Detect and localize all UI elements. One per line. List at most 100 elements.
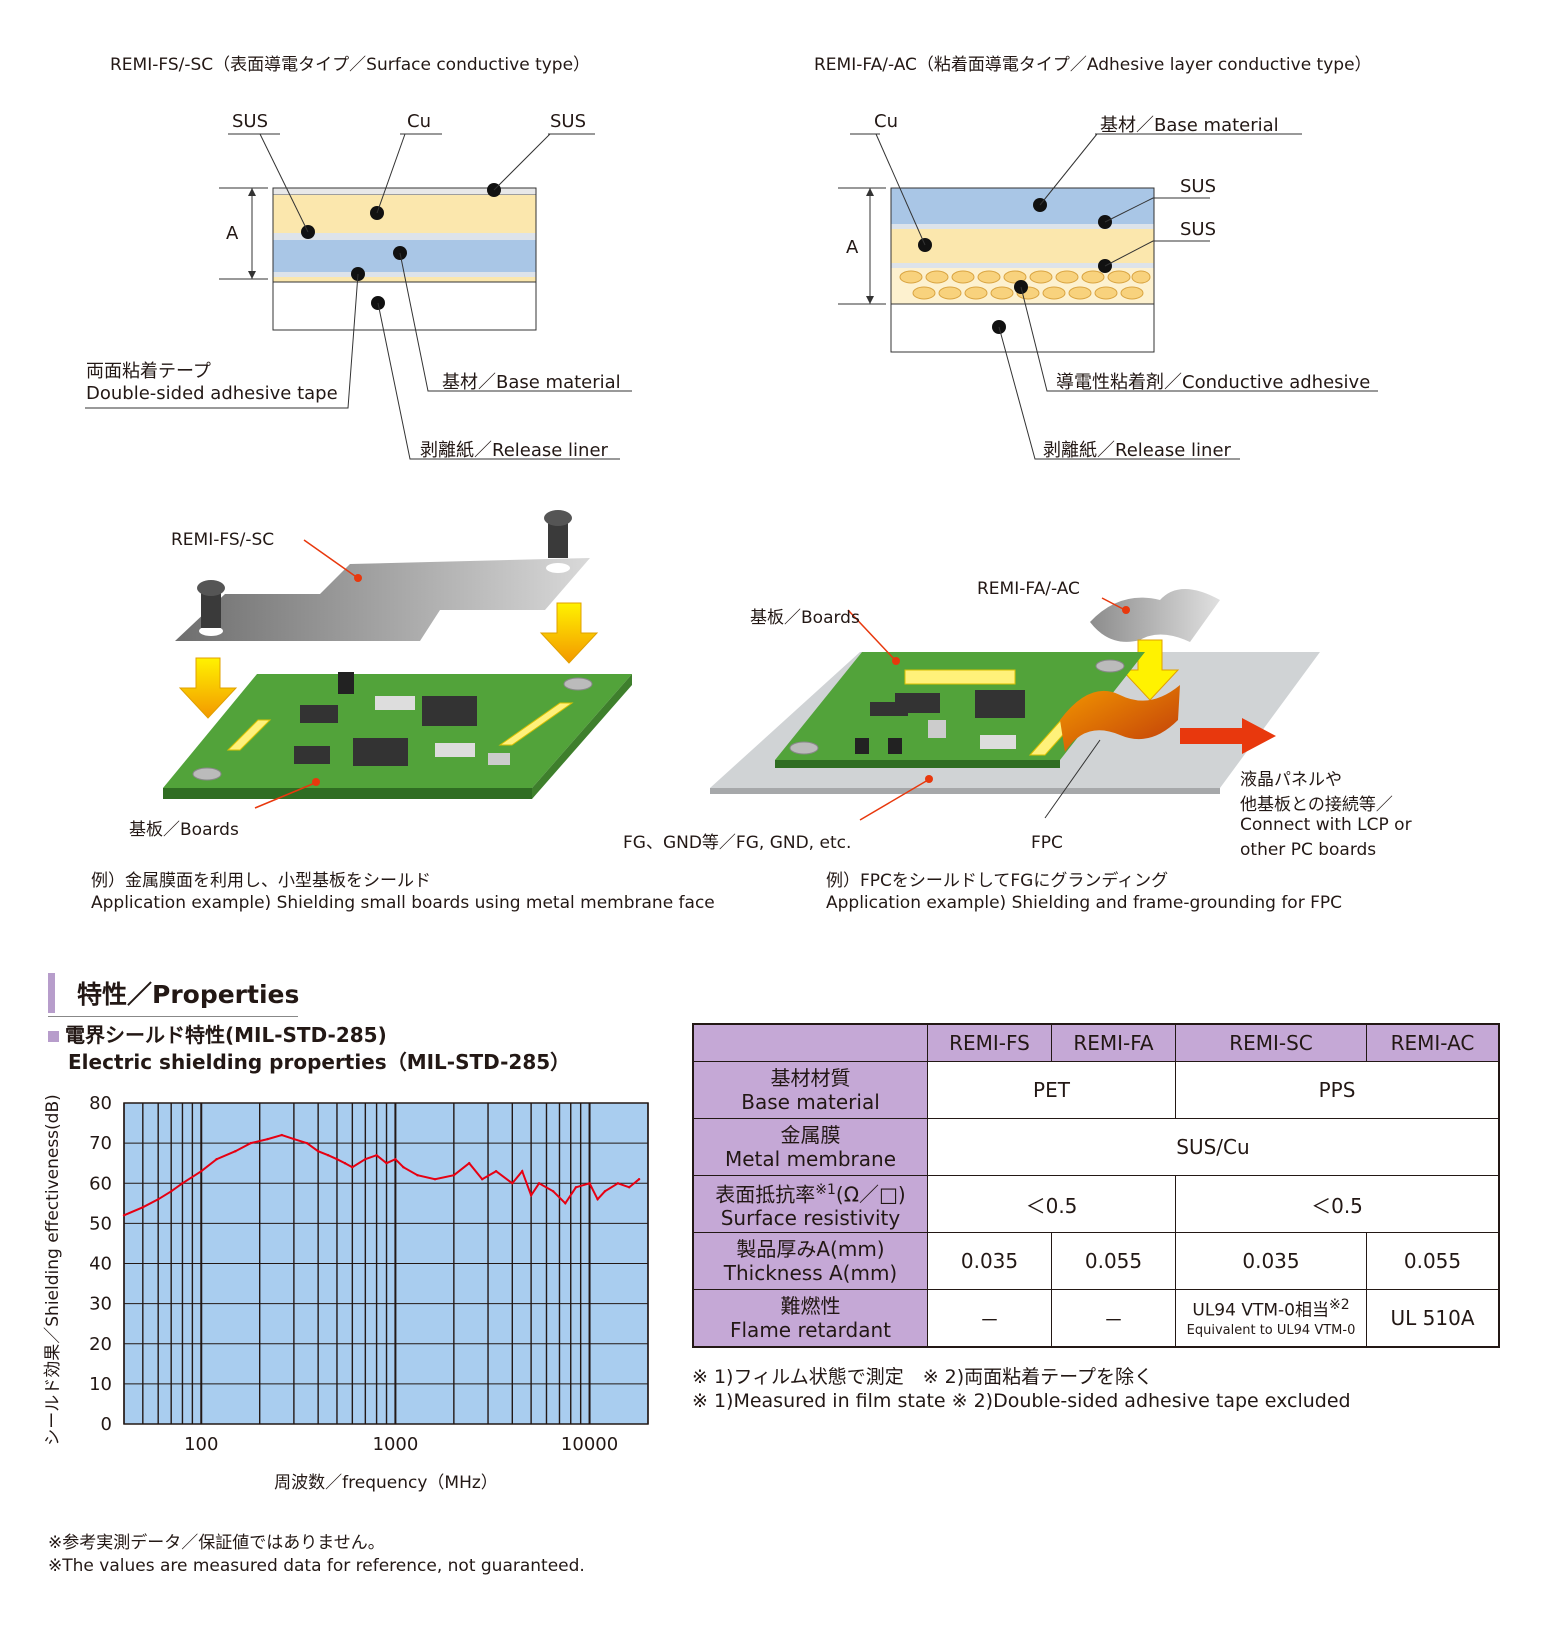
chart-data-point bbox=[521, 1170, 524, 1173]
chart-data-point bbox=[181, 1182, 184, 1185]
chart-data-point bbox=[616, 1182, 620, 1185]
cell-resist-fs-fa: ＜0.5 bbox=[927, 1175, 1176, 1233]
chart-data-point bbox=[122, 1214, 126, 1217]
table-row: 難燃性 Flame retardant － － UL94 VTM-0相当※2 E… bbox=[692, 1289, 1500, 1348]
left-app-caption-jp: 例）金属膜面を利用し、小型基板をシールド bbox=[91, 871, 431, 891]
chart-data-point bbox=[170, 1190, 173, 1193]
flame-sc-en: Equivalent to UL94 VTM-0 bbox=[1186, 1322, 1356, 1338]
chart-data-point bbox=[564, 1202, 567, 1205]
fs-label-liner: 剥離紙／Release liner bbox=[420, 440, 608, 461]
fs-label-cu: Cu bbox=[407, 111, 431, 132]
chart-y-tick-label: 50 bbox=[89, 1213, 112, 1234]
cell-base-fs-fa: PET bbox=[927, 1061, 1176, 1119]
fs-label-sus-left: SUS bbox=[232, 111, 269, 132]
chart-data-point bbox=[316, 1150, 320, 1153]
flame-sc-value: UL94 VTM-0相当 bbox=[1192, 1300, 1329, 1321]
left-app-caption-en: Application example) Shielding small boa… bbox=[91, 893, 715, 913]
row-head-thickness: 製品厚みA(mm) Thickness A(mm) bbox=[692, 1232, 928, 1290]
chart-data-point bbox=[215, 1158, 218, 1161]
chart-data-point bbox=[552, 1190, 555, 1193]
properties-section-title: 特性／Properties bbox=[48, 973, 315, 1013]
chart-data-point bbox=[574, 1186, 578, 1189]
chart-series-line bbox=[123, 1134, 640, 1217]
right-app-connect-3: Connect with LCP or bbox=[1240, 815, 1412, 835]
right-app-fg-label: FG、GND等／FG, GND, etc. bbox=[623, 833, 852, 853]
chart-title-en: Electric shielding properties（MIL-STD-28… bbox=[68, 1050, 571, 1074]
row-head-en: Flame retardant bbox=[730, 1318, 891, 1342]
fa-label-sus1: SUS bbox=[1180, 176, 1217, 197]
fa-label-base: 基材／Base material bbox=[1100, 115, 1279, 136]
right-app-connect-2: 他基板との接続等／ bbox=[1240, 795, 1393, 815]
row-head-metal-membrane: 金属膜 Metal membrane bbox=[692, 1118, 928, 1176]
table-note-en: ※ 1)Measured in film state ※ 2)Double-si… bbox=[692, 1390, 1351, 1412]
fa-label-liner: 剥離紙／Release liner bbox=[1043, 440, 1231, 461]
chart-x-tick-label: 1000 bbox=[373, 1434, 419, 1455]
cell-flame-fa: － bbox=[1051, 1289, 1176, 1348]
footnote-jp: ※参考実測データ／保証値ではありません。 bbox=[48, 1533, 385, 1553]
chart-data-point bbox=[433, 1178, 437, 1181]
fa-label-sus2: SUS bbox=[1180, 219, 1217, 240]
chart-grid bbox=[123, 1102, 649, 1425]
chart-data-point bbox=[385, 1162, 388, 1165]
cell-flame-ac: UL 510A bbox=[1366, 1289, 1500, 1348]
chart-x-axis-label: 周波数／frequency（MHz） bbox=[274, 1473, 498, 1493]
row-head-en: Thickness A(mm) bbox=[723, 1261, 898, 1285]
cell-thick-ac: 0.055 bbox=[1366, 1232, 1500, 1290]
fa-label-dimension: A bbox=[846, 237, 859, 258]
right-app-caption-jp: 例）FPCをシールドしてFGにグランディング bbox=[826, 871, 1169, 891]
row-head-jp: 基材材質 bbox=[770, 1066, 851, 1090]
chart-data-point bbox=[375, 1154, 378, 1157]
chart-data-point bbox=[157, 1198, 160, 1201]
table-header-remi-fa: REMI-FA bbox=[1051, 1023, 1176, 1062]
table-row: 製品厚みA(mm) Thickness A(mm) 0.035 0.055 0.… bbox=[692, 1232, 1500, 1290]
footnote-en: ※The values are measured data for refere… bbox=[48, 1556, 585, 1576]
chart-y-axis-label: シールド効果／Shielding effectiveness(dB) bbox=[43, 1094, 63, 1446]
cell-flame-fs: － bbox=[927, 1289, 1052, 1348]
right-app-connect-4: other PC boards bbox=[1240, 840, 1377, 860]
chart-data-point bbox=[326, 1154, 330, 1157]
chart-y-tick-label: 40 bbox=[89, 1254, 112, 1275]
chart-y-tick-label: 20 bbox=[89, 1334, 112, 1355]
table-note-jp: ※ 1)フィルム状態で測定 ※ 2)両面粘着テープを除く bbox=[692, 1366, 1154, 1388]
left-application-illustration bbox=[163, 510, 632, 809]
chart-data-point bbox=[305, 1141, 309, 1145]
chart-title-jp: 電界シールド特性(MIL-STD-285) bbox=[65, 1023, 387, 1047]
chart-data-point bbox=[402, 1166, 405, 1169]
row-head-en: Metal membrane bbox=[725, 1147, 896, 1171]
properties-section-title-text: 特性／Properties bbox=[77, 980, 300, 1009]
table-header-remi-sc: REMI-SC bbox=[1175, 1023, 1367, 1062]
chart-data-point bbox=[141, 1206, 144, 1209]
table-header-blank bbox=[692, 1023, 928, 1062]
fs-label-base: 基材／Base material bbox=[442, 372, 621, 393]
left-app-product-label: REMI-FS/-SC bbox=[171, 530, 275, 550]
chart-data-point bbox=[511, 1182, 514, 1185]
fa-label-cu: Cu bbox=[874, 111, 898, 132]
right-app-fpc-label: FPC bbox=[1031, 833, 1063, 853]
row-head-base-material: 基材材質 Base material bbox=[692, 1061, 928, 1119]
chart-y-tick-label: 0 bbox=[101, 1414, 112, 1435]
cell-resist-sc-ac: ＜0.5 bbox=[1175, 1175, 1500, 1233]
chart-data-point bbox=[351, 1166, 354, 1169]
fa-diagram-title: REMI-FA/-AC（粘着面導電タイプ／Adhesive layer cond… bbox=[814, 55, 1372, 75]
right-app-boards-label: 基板／Boards bbox=[750, 608, 860, 628]
chart-data-point bbox=[292, 1137, 296, 1141]
table-row: 金属膜 Metal membrane SUS/Cu bbox=[692, 1118, 1500, 1176]
chart-data-point bbox=[280, 1133, 283, 1137]
chart-data-point bbox=[416, 1174, 419, 1177]
table-header-remi-ac: REMI-AC bbox=[1366, 1023, 1500, 1062]
chart-data-point bbox=[364, 1158, 367, 1161]
row-head-flame-retardant: 難燃性 Flame retardant bbox=[692, 1289, 928, 1348]
chart-x-tick-label: 100 bbox=[184, 1434, 218, 1455]
table-row: 表面抵抗率※1(Ω／□) Surface resistivity ＜0.5 ＜0… bbox=[692, 1175, 1500, 1233]
resist-jp: 表面抵抗率 bbox=[715, 1182, 816, 1207]
row-head-jp: 製品厚みA(mm) bbox=[736, 1237, 885, 1261]
section-divider bbox=[48, 1016, 298, 1017]
fs-layer-diagram bbox=[85, 133, 632, 460]
chart-data-point bbox=[596, 1198, 599, 1201]
chart-data-point bbox=[494, 1170, 498, 1173]
cell-metal-all: SUS/Cu bbox=[927, 1118, 1500, 1176]
cell-thick-fs: 0.035 bbox=[927, 1232, 1052, 1290]
